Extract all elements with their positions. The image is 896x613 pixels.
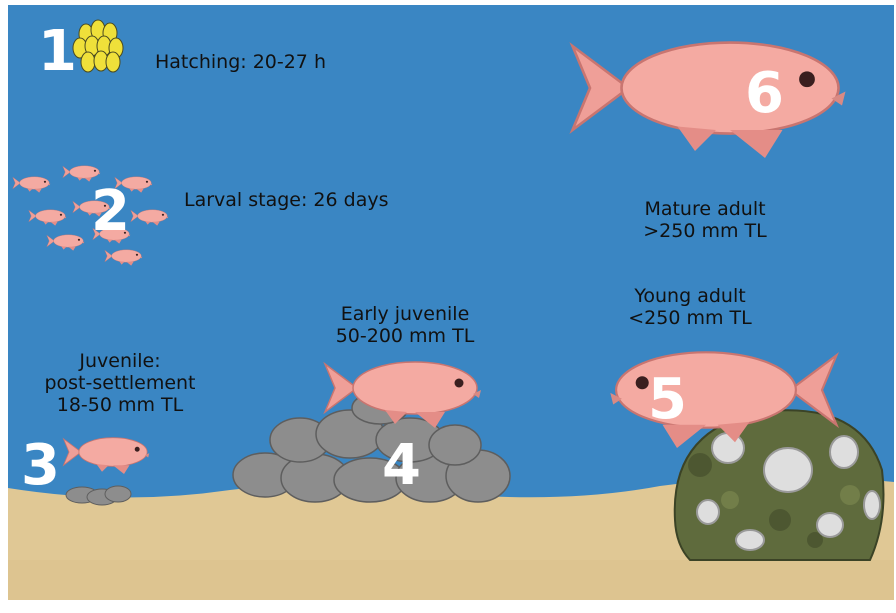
stage-1-number: 1 <box>38 24 77 80</box>
stage-3-number: 3 <box>21 438 60 494</box>
stage-4-label-line-2: 50-200 mm TL <box>310 325 500 347</box>
stage-3-label: Juvenile: post-settlement 18-50 mm TL <box>5 350 235 416</box>
stage-3-label-line-1: Juvenile: <box>5 350 235 372</box>
stage-4-label-line-1: Early juvenile <box>310 303 500 325</box>
stage-4-label: Early juvenile 50-200 mm TL <box>310 303 500 347</box>
stage-1-label: Hatching: 20-27 h <box>155 51 326 73</box>
stage-6-number: 6 <box>745 66 784 122</box>
stage-5-label-line-2: <250 mm TL <box>600 307 780 329</box>
stage-6-label-line-1: Mature adult <box>610 198 800 220</box>
stage-2-number: 2 <box>91 184 130 240</box>
stage-2-label: Larval stage: 26 days <box>184 189 389 211</box>
stage-3-label-line-3: 18-50 mm TL <box>5 394 235 416</box>
stage-2-label-line: Larval stage: 26 days <box>184 189 389 211</box>
stage-3-label-line-2: post-settlement <box>5 372 235 394</box>
stage-6-label-line-2: >250 mm TL <box>610 220 800 242</box>
stage-1-label-line: Hatching: 20-27 h <box>155 51 326 73</box>
stage-4-number: 4 <box>382 438 421 494</box>
small-rocks <box>66 486 131 505</box>
stage-5-label-line-1: Young adult <box>600 285 780 307</box>
stage-5-number: 5 <box>648 372 687 428</box>
stage-5-label: Young adult <250 mm TL <box>600 285 780 329</box>
stage-6-label: Mature adult >250 mm TL <box>610 198 800 242</box>
